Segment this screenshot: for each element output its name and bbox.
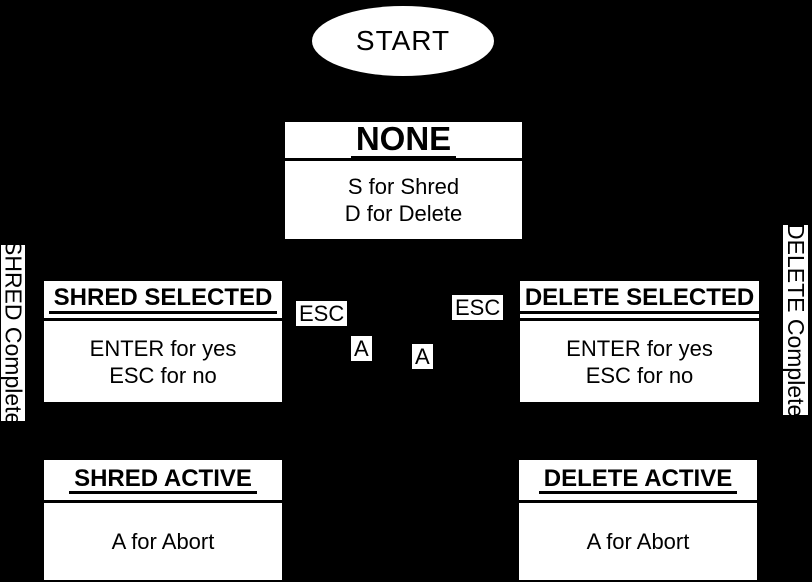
state-shred-selected-title: SHRED SELECTED [44,281,282,318]
state-shred-selected-divider [44,318,282,321]
state-none-body-line: S for Shred [347,174,460,199]
edge-label-a-right: A [412,344,433,369]
state-shred-active-body-line: A for Abort [111,529,215,554]
state-delete-active-title: DELETE ACTIVE [519,460,757,500]
side-label-delete-complete: DELETE Complete [783,222,809,418]
state-delete-selected-title-text: DELETE SELECTED [519,285,760,314]
state-shred-selected: SHRED SELECTED ENTER for yes ESC for no [44,281,282,402]
state-delete-selected: DELETE SELECTED ENTER for yes ESC for no [519,281,760,402]
state-shred-active: SHRED ACTIVE A for Abort [44,460,282,580]
state-shred-selected-body: ENTER for yes ESC for no [44,321,282,402]
state-none-divider [285,158,522,161]
state-delete-active-body-line: A for Abort [586,529,690,554]
edge-label-esc-left: ESC [296,301,348,326]
edge-label-a-left: A [351,336,372,361]
state-none-title: NONE [285,121,522,160]
start-label: START [355,25,451,56]
state-delete-active: DELETE ACTIVE A for Abort [519,460,757,580]
state-delete-selected-body-line: ESC for no [585,362,694,388]
state-shred-active-title-text: SHRED ACTIVE [69,465,257,495]
side-label-shred-complete: SHRED Complete [1,240,27,425]
state-delete-selected-title: DELETE SELECTED [519,281,760,318]
state-none-body-line: D for Delete [344,201,463,226]
state-none-title-text: NONE [350,121,457,160]
start-node: START [312,6,494,76]
state-delete-selected-body: ENTER for yes ESC for no [520,321,759,402]
state-shred-active-title: SHRED ACTIVE [44,460,282,500]
state-delete-active-title-text: DELETE ACTIVE [538,465,738,495]
state-delete-selected-divider [520,318,759,321]
state-delete-selected-body-line: ENTER for yes [566,335,713,361]
edge-label-esc-right: ESC [452,295,504,320]
state-none-body: S for Shred D for Delete [285,161,522,239]
state-shred-selected-body-line: ENTER for yes [89,335,237,361]
state-delete-active-body: A for Abort [519,503,757,580]
side-label-delete-complete-text: DELETE Complete [783,222,809,418]
state-none: NONE S for Shred D for Delete [285,121,522,239]
state-shred-active-body: A for Abort [44,503,282,580]
state-shred-selected-title-text: SHRED SELECTED [48,285,278,314]
state-shred-selected-body-line: ESC for no [109,362,217,388]
state-shred-active-divider [44,500,282,503]
state-delete-active-divider [519,500,757,503]
side-label-shred-complete-text: SHRED Complete [0,240,27,426]
